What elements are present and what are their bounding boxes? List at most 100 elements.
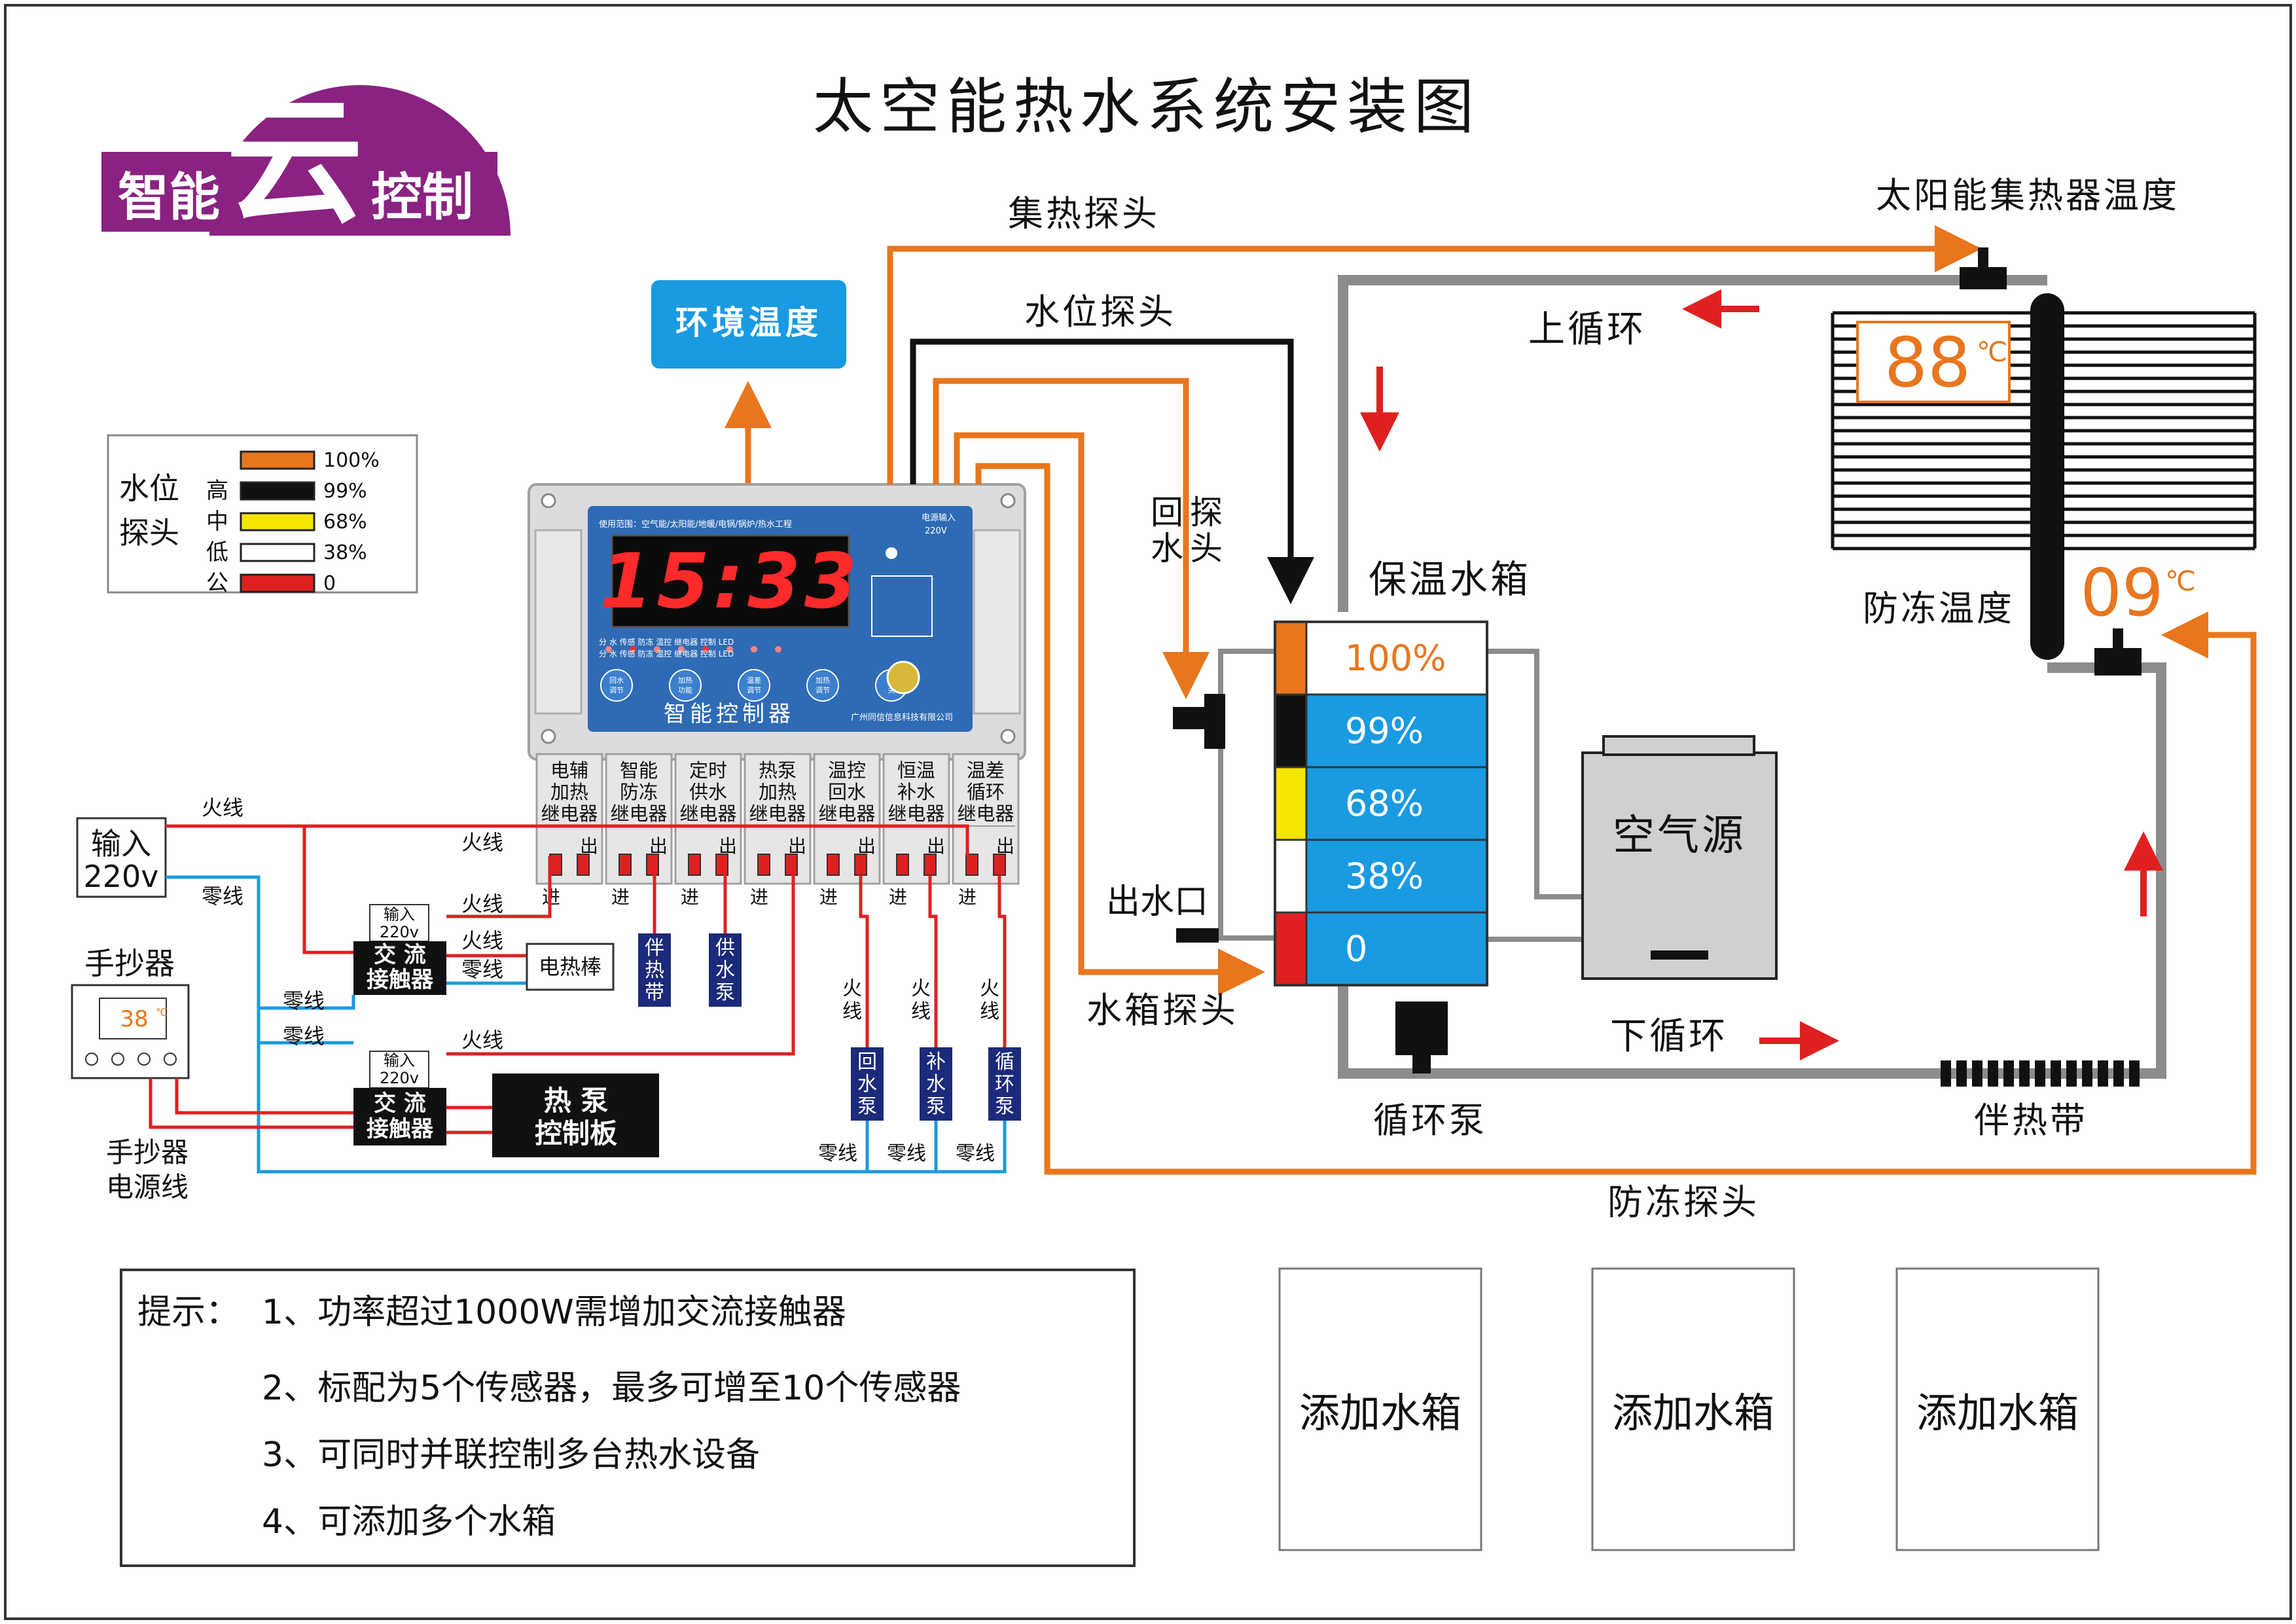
input220-label-1b: 220v xyxy=(380,923,419,941)
panel-button[interactable] xyxy=(669,669,702,702)
contactor-1-label-1: 交 流 xyxy=(374,942,426,968)
logo: 云 智能 控制 xyxy=(101,82,511,242)
panel-button-label: 加热 xyxy=(816,676,830,685)
fire-label-c1a: 火线 xyxy=(461,892,503,916)
pump-heat-trace-1: 伴 xyxy=(645,937,664,960)
tank-level-value: 68% xyxy=(1345,783,1424,824)
heat-trace-segment xyxy=(2019,1060,2030,1087)
heat-trace-segment xyxy=(2082,1060,2092,1087)
indicator-led xyxy=(678,646,685,653)
relay-terminal-out xyxy=(993,854,1006,876)
legend-swatch xyxy=(240,543,315,562)
ir-window xyxy=(871,575,933,637)
pump-label: 补 xyxy=(926,1051,946,1074)
indicator-led xyxy=(726,646,733,653)
panel-button-label: 调节 xyxy=(747,686,761,695)
manual-temp: 38 xyxy=(120,1006,148,1032)
manual-button xyxy=(85,1053,98,1066)
relay-label: 继电器 xyxy=(541,803,598,825)
logo-left-text: 智能 xyxy=(118,168,220,227)
relay-module xyxy=(882,753,950,885)
panel-button[interactable] xyxy=(738,669,770,702)
antifreeze-temp-value: 09 xyxy=(2080,554,2163,631)
manual-wire-2 xyxy=(149,1078,353,1129)
relay-terminal-in xyxy=(757,854,770,876)
antifreeze-probe-line xyxy=(975,463,2257,1175)
heat-trace-segment xyxy=(2113,1060,2124,1087)
relay-label: 电辅 xyxy=(550,759,588,782)
relay-out-label: 出 xyxy=(996,835,1014,857)
air-source-top xyxy=(1602,735,1755,756)
fire-label-c1b: 火线 xyxy=(461,928,503,953)
panel-button-label: 关 xyxy=(888,685,895,695)
relay-in-label: 进 xyxy=(611,886,630,908)
page-frame xyxy=(4,4,2292,1620)
relay-label: 加热 xyxy=(550,781,588,803)
collector-probe-label: 集热探头 xyxy=(1008,193,1160,234)
manual-screen xyxy=(99,998,167,1039)
heat-trace-segment xyxy=(1941,1060,1951,1087)
tank-level-probe-strip xyxy=(1274,621,1308,696)
notes-box: 提示： 1、功率超过1000W需增加交流接触器 2、标配为5个传感器，最多可增至… xyxy=(120,1269,1136,1567)
add-tank-3[interactable]: 添加水箱 xyxy=(1895,1267,2100,1551)
relay-terminal-in xyxy=(827,854,840,876)
contactor-1-label-2: 接触器 xyxy=(367,967,434,993)
panel-button[interactable] xyxy=(806,669,839,702)
return-sensor-body xyxy=(1204,694,1225,749)
collector-sensor-stem xyxy=(1978,247,1988,270)
heatpump-board xyxy=(492,1074,659,1157)
tank-level-cell xyxy=(1305,621,1488,696)
pump-label: 环 xyxy=(995,1073,1014,1096)
relay-terminal-in xyxy=(688,854,701,876)
pump-label: 循 xyxy=(995,1051,1014,1074)
tank-level-probe-strip xyxy=(1274,911,1308,986)
heat-trace-segment xyxy=(2098,1060,2108,1087)
relay-out-label: 出 xyxy=(788,835,806,857)
add-tank-label: 添加水箱 xyxy=(1612,1389,1774,1437)
relay-label: 智能 xyxy=(620,759,658,782)
note-1: 1、功率超过1000W需增加交流接触器 xyxy=(262,1293,846,1332)
c1-fire-in xyxy=(302,826,353,954)
fire-label-c2: 火线 xyxy=(461,1028,503,1053)
panel-button[interactable] xyxy=(600,669,633,702)
panel-button-label: 温差 xyxy=(747,676,761,685)
heat-trace-segment xyxy=(1956,1060,1967,1087)
add-tank-1[interactable]: 添加水箱 xyxy=(1278,1267,1482,1551)
zero-label-main: 零线 xyxy=(202,884,243,909)
panel-button-label: 加热 xyxy=(678,676,692,685)
pump-box xyxy=(851,1047,884,1121)
fire-label-main: 火线 xyxy=(202,795,243,820)
add-tank-2[interactable]: 添加水箱 xyxy=(1591,1267,1795,1551)
fire-to-c2 xyxy=(446,856,795,1056)
manual-button xyxy=(137,1053,151,1066)
notes-prefix: 提示： xyxy=(137,1293,240,1332)
heat-trace-segment xyxy=(2035,1060,2045,1087)
relay-label: 供水 xyxy=(689,781,727,803)
panel-button-label: 调节 xyxy=(609,686,624,695)
pump-fire-label: 线 xyxy=(980,1000,999,1023)
pump-supply xyxy=(709,933,742,1007)
controller-side-right xyxy=(973,529,1021,715)
pump-box xyxy=(988,1047,1021,1121)
add-tank-box[interactable] xyxy=(1895,1267,2100,1551)
antifreeze-sensor-stem xyxy=(2113,628,2123,651)
add-tank-box[interactable] xyxy=(1278,1267,1482,1551)
indicator-text: 分 水 传感 防冻 温控 继电器 控制 LED xyxy=(599,637,734,647)
screw xyxy=(1000,493,1016,509)
add-tank-label: 添加水箱 xyxy=(1916,1389,2079,1437)
relay-label: 继电器 xyxy=(610,803,667,825)
controller-power-2: 220V xyxy=(925,526,947,536)
add-tank-box[interactable] xyxy=(1591,1267,1795,1551)
outlet-pipe xyxy=(1218,649,1275,941)
tank-level-value: 100% xyxy=(1345,638,1446,679)
legend-swatch xyxy=(240,450,315,470)
manual-power-1: 手抄器 xyxy=(106,1136,188,1168)
airsource-pipe-upper xyxy=(1487,649,1583,899)
zero-label-a: 零线 xyxy=(283,988,325,1013)
input220-label-1a: 输入 xyxy=(384,905,415,924)
note-4: 4、可添加多个水箱 xyxy=(262,1502,556,1542)
digital-display xyxy=(611,534,850,628)
input220-label-2b: 220v xyxy=(380,1069,419,1087)
env-temp-box xyxy=(651,280,846,369)
